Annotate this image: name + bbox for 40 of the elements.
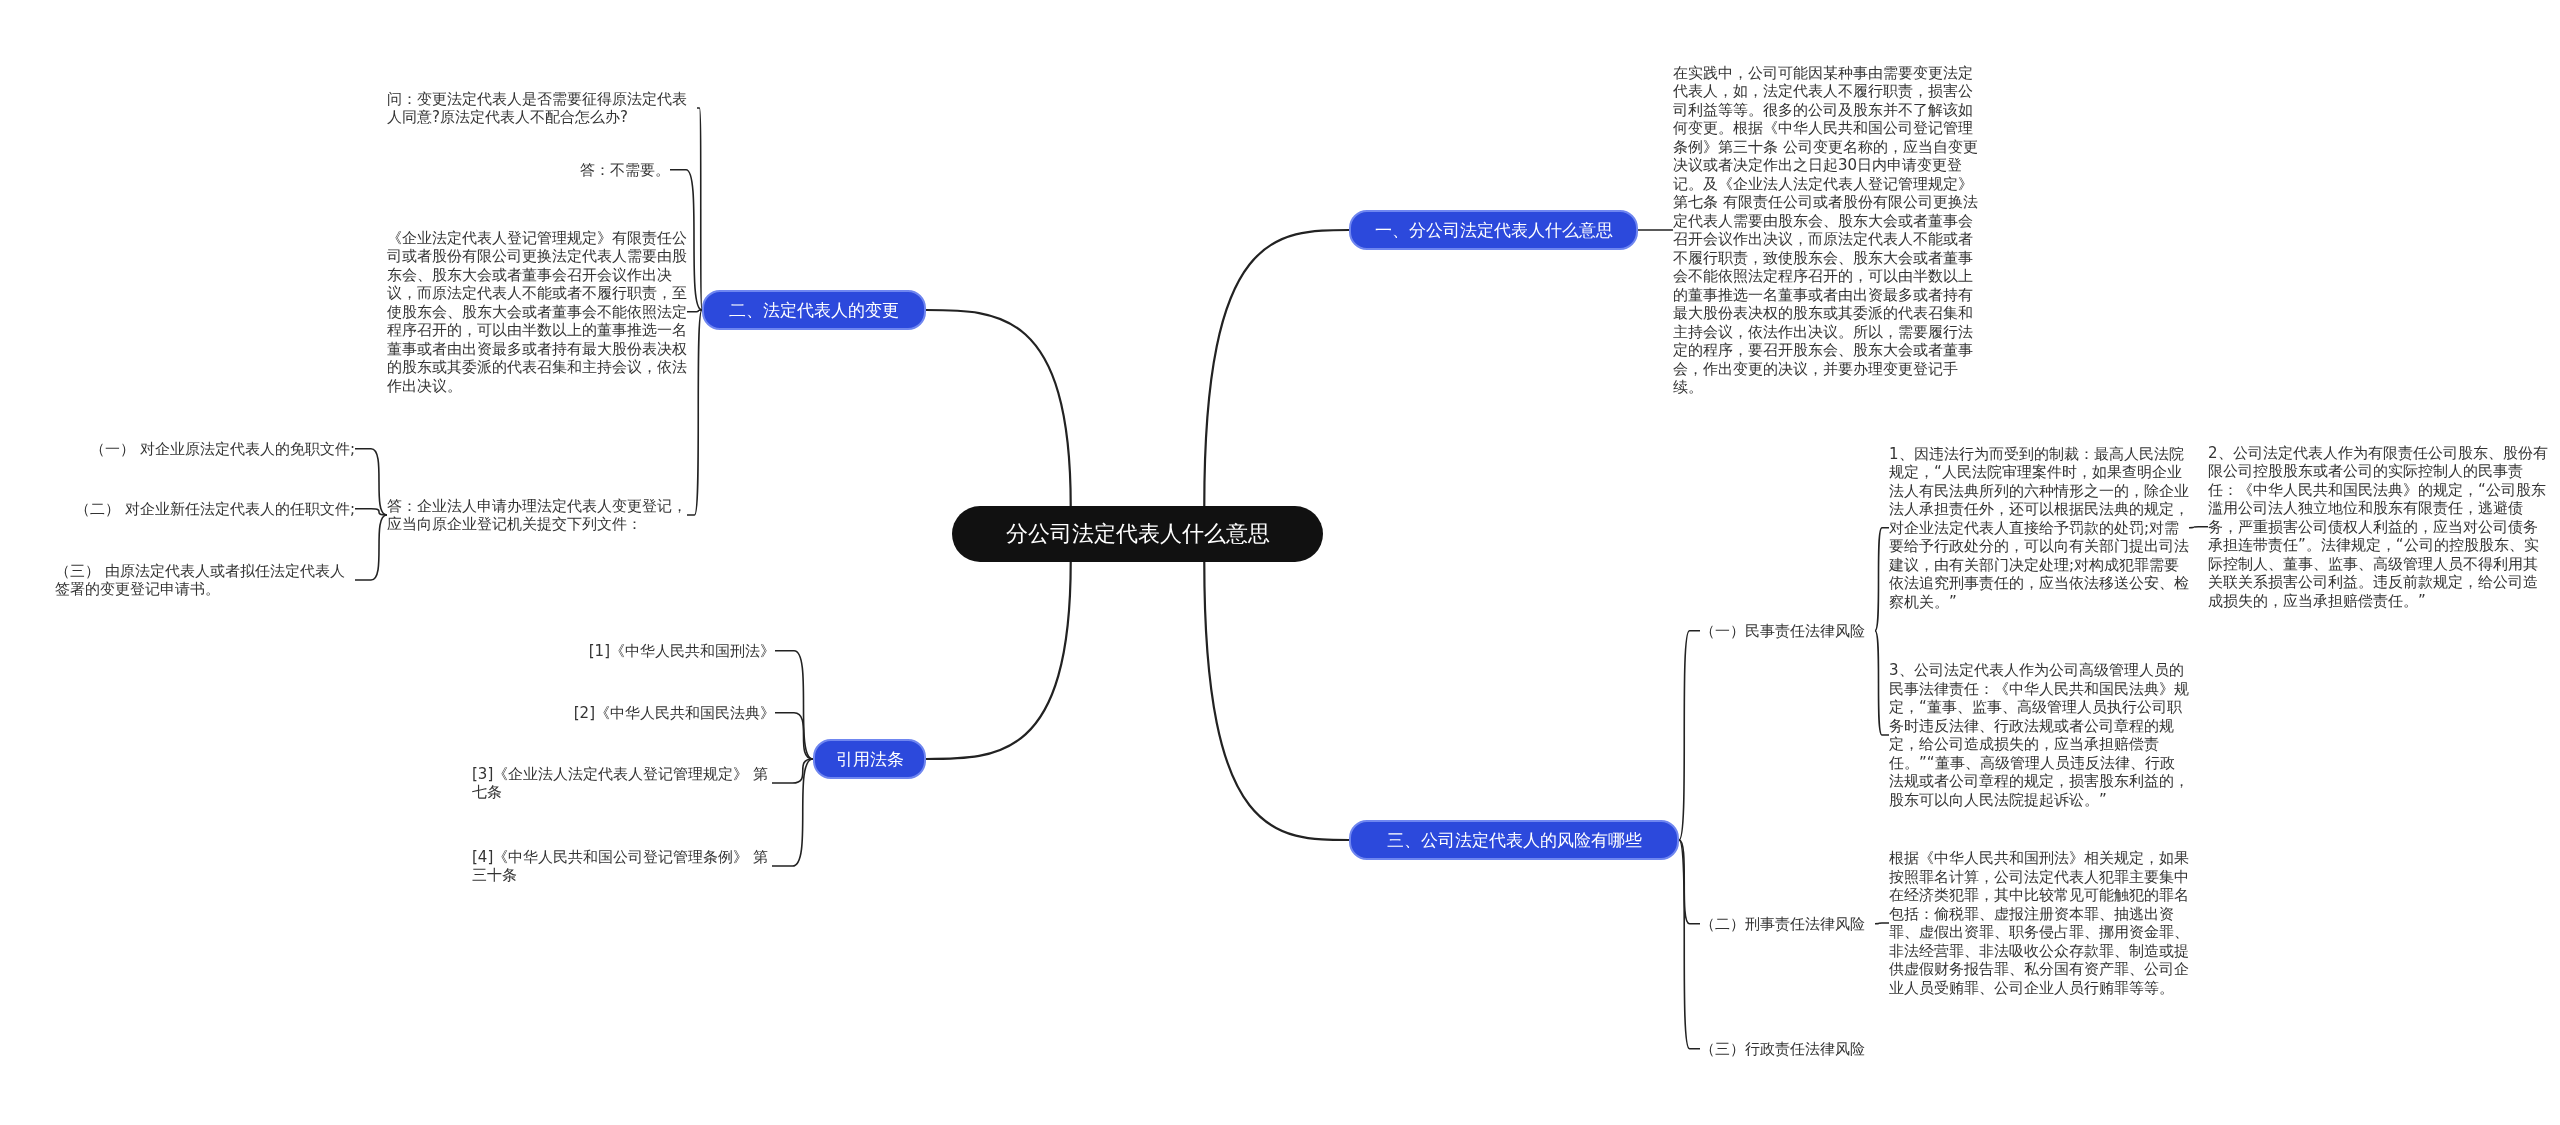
note-text: [1]《中华人民共和国刑法》 <box>540 641 775 660</box>
connector-line <box>354 507 388 516</box>
connector-line <box>1637 229 1674 231</box>
connector-line <box>1874 629 1890 736</box>
connector-line <box>2188 525 2209 529</box>
connector-line <box>926 308 1072 507</box>
central-topic: 分公司法定代表人什么意思 <box>952 506 1323 562</box>
note-text: （二）刑事责任法律风险 <box>1700 914 1875 933</box>
note-text: 《企业法定代表人登记管理规定》有限责任公司或者股份有限公司更换法定代表人需要由股东会、股东大会或者董事会召开会议作出决议，而原法定代表人不能或者不履行职责，至使股东会、股东大会或者董事会不能依照法定程序召开的，可以由半数以上的董事推选一名董事或者由出资最多或者持有最大股份表决权的股东或其委派的代表召集和主持会议，依法作出决议。 <box>387 228 687 395</box>
note-text: （二） 对企业新任法定代表人的任职文件; <box>50 499 355 518</box>
branch-topic: 一、分公司法定代表人什么意思 <box>1349 210 1638 250</box>
note-text: 根据《中华人民共和国刑法》相关规定，如果按照罪名计算，公司法定代表人犯罪主要集中在经济类犯罪，其中比较常见可能触犯的罪名包括：偷税罪、虚报注册资本罪、抽逃出资罪、虚假出资罪、职务侵占罪、挪用资金罪、非法经营罪、非法吸收公众存款罪、制造或提供虚假财务报告罪、私分国有资产罪、公司企业人员受贿罪、公司企业人员行贿罪等等。 <box>1889 849 2199 997</box>
note-text: 答：企业法人申请办理法定代表人变更登记，应当向原企业登记机关提交下列文件： <box>387 496 687 534</box>
connector-line <box>686 309 703 516</box>
connector-line <box>1678 839 1701 925</box>
note-text: （三）行政责任法律风险 <box>1700 1039 1875 1058</box>
note-text: （一）民事责任法律风险 <box>1700 621 1875 640</box>
note-text: 1、因违法行为而受到的制裁：最高人民法院规定，“人民法院审理案件时，如果查明企业法人有民法典所列的六种情形之一的，除企业法人承担责任外，还可以根据民法典的规定，对企业法定代表人直接给予罚款的处罚;对需要给予行政处分的，可以向有关部门提出司法建议，由有关部门决定处理;对构成犯罪需要依法追究刑事责任的，应当依法移送公安、检察机关。” <box>1889 444 2189 611</box>
branch-topic: 三、公司法定代表人的风险有哪些 <box>1349 820 1679 860</box>
connector-line <box>1203 228 1349 507</box>
connector-line <box>1874 922 1890 925</box>
note-text: 2、公司法定代表人作为有限责任公司股东、股份有限公司控股股东或者公司的实际控制人的民事责任：《中华人民共和国民法典》的规定，“公司股东滥用公司法人独立地位和股东有限责任，逃避债务，严重损害公司债权人利益的，应当对公司债务承担连带责任”。法律规定，“公司的控股股东、实际控制人、董事、监事、高级管理人员不得利用其关联关系损害公司利益。违反前款规定，给公司造成损失的，应当承担赔偿责任。” <box>2208 443 2550 610</box>
connector-line <box>1678 839 1701 1050</box>
note-text: 在实践中，公司可能因某种事由需要变更法定代表人，如，法定代表人不履行职责，损害公司利益等等。很多的公司及股东并不了解该如何变更。根据《中华人民共和国公司登记管理条例》第三十条 公司变更名称的，应当自变更决议或者决定作出之日起30日内申请变更登记。及《企业法人法定代表人登记管理规定》第七条 有限责任公司或者股份有限公司更换法定代表人需要由股东会、股东大会或者董事会召开会议作出决议，而原法定代表人不能或者不履行职责，致使股东会、股东大会或者董事会不能依照法定程序召开的，可以由半数以上的董事推选一名董事或者由出资最多或者持有最大股份表决权的股东或其委派的代表召集和主持会议，依法作出决议。所以，需要履行法定的程序，要召开股东会、股东大会或者董事会，作出变更的决议，并要办理变更登记手续。 <box>1673 63 1985 397</box>
note-text: [3]《企业法人法定代表人登记管理规定》 第七条 <box>472 764 772 802</box>
branch-topic: 引用法条 <box>813 739 926 779</box>
note-text: （三） 由原法定代表人或者拟任法定代表人签署的变更登记申请书。 <box>55 561 355 599</box>
note-text: [2]《中华人民共和国民法典》 <box>540 703 775 722</box>
note-text: 3、公司法定代表人作为公司高级管理人员的民事法律责任：《中华人民共和国民法典》规定，“董事、监事、高级管理人员执行公司职务时违反法律、行政法规或者公司章程的规定，给公司造成损失的，应当承担赔偿责任。”“董事、高级管理人员违反法律、行政法规或者公司章程的规定，损害股东利益的，股东可以向人民法院提起诉讼。” <box>1889 661 2189 809</box>
branch-topic: 二、法定代表人的变更 <box>702 290 926 330</box>
connector-line <box>1874 526 1890 632</box>
connector-line <box>686 309 703 313</box>
connector-line <box>1678 629 1701 841</box>
note-text: [4]《中华人民共和国公司登记管理条例》 第三十条 <box>472 847 772 885</box>
connector-line <box>669 168 703 311</box>
connector-line <box>926 561 1072 761</box>
note-text: （一） 对企业原法定代表人的免职文件; <box>60 439 355 458</box>
connector-line <box>1203 561 1349 842</box>
note-text: 答：不需要。 <box>560 160 670 179</box>
note-text: 问：变更法定代表人是否需要征得原法定代表人同意?原法定代表人不配合怎么办? <box>387 89 697 127</box>
